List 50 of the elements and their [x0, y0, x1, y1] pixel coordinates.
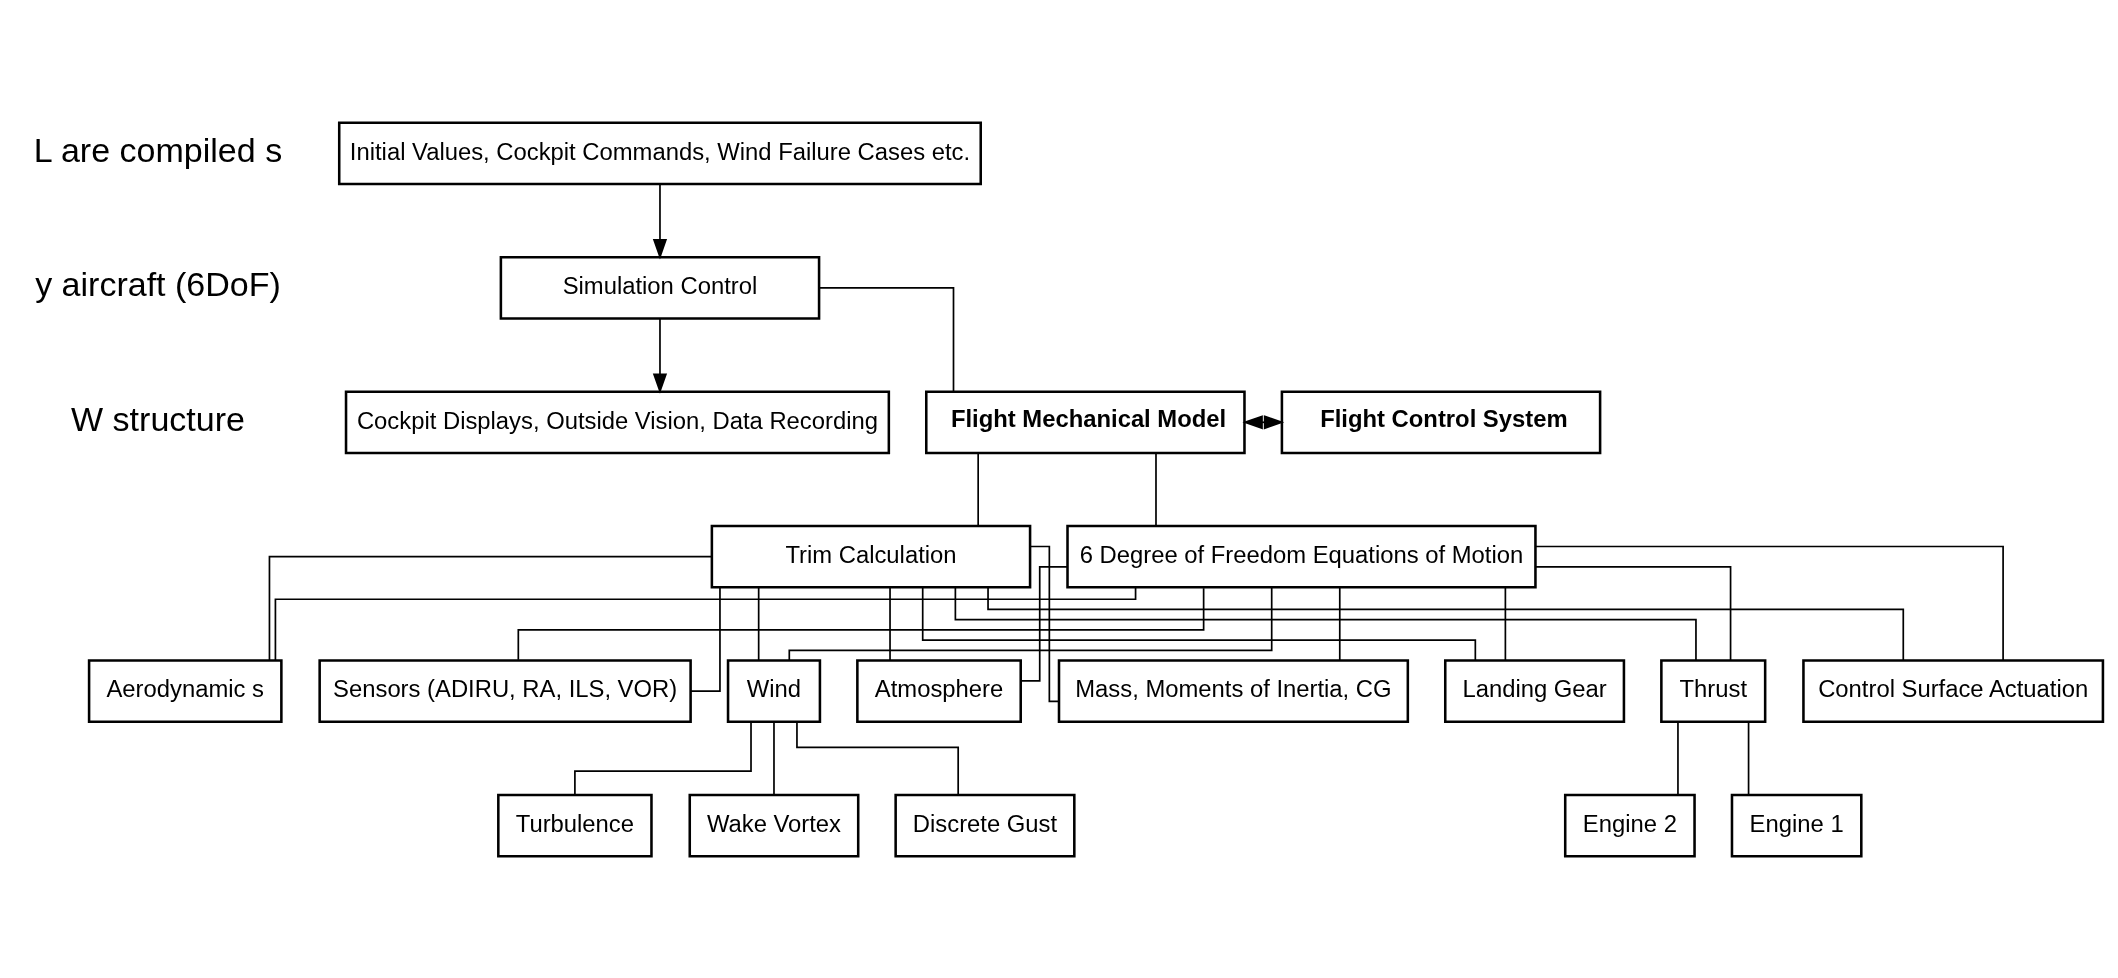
connector — [274, 586, 1137, 661]
arrow — [1242, 414, 1285, 429]
connector — [977, 452, 979, 527]
connector — [796, 720, 960, 795]
node-box: Control Surface Actuation — [1802, 658, 2105, 723]
node-box: Thrust — [1660, 658, 1767, 723]
connector — [773, 720, 775, 795]
node-box: Initial Values, Cockpit Commands, Wind Failure Cases etc. — [337, 121, 982, 185]
connector — [517, 586, 1205, 661]
connector — [987, 586, 1905, 661]
connector — [1747, 720, 1750, 795]
node-box: Discrete Gust — [894, 793, 1076, 857]
connector — [757, 586, 760, 661]
node-box: Engine 1 — [1730, 793, 1863, 857]
label: L are compiled s — [33, 130, 283, 169]
node-box: Flight Control System — [1280, 389, 1602, 454]
connector — [921, 586, 1477, 661]
label: W structure — [71, 399, 245, 438]
connector — [889, 586, 891, 661]
connector — [574, 720, 752, 795]
node-box: Engine 2 — [1563, 793, 1696, 857]
node-box: Sensors (ADIRU, RA, ILS, VOR) — [318, 658, 692, 723]
node-box: Atmosphere — [856, 658, 1022, 723]
connector — [1155, 452, 1157, 527]
connector — [1019, 565, 1069, 682]
node-box: Cockpit Displays, Outside Vision, Data Recording — [344, 389, 891, 454]
node-box: 6 Degree of Freedom Equations of Motion — [1066, 524, 1537, 589]
node-box: Trim Calculation — [710, 524, 1032, 589]
connector — [788, 586, 1273, 661]
connector — [1534, 545, 2004, 661]
connector — [1677, 720, 1679, 795]
connector — [1338, 586, 1341, 661]
connector — [1029, 545, 1060, 702]
connector — [954, 586, 1697, 661]
node-box: Wake Vortex — [688, 793, 860, 857]
label: y aircraft (6DoF) — [35, 264, 281, 303]
node-box: Aerodynamic s — [87, 658, 283, 723]
arrow — [652, 183, 668, 259]
connector — [268, 555, 713, 661]
connector — [1504, 586, 1507, 661]
connector — [818, 286, 955, 392]
node-box: Turbulence — [497, 793, 653, 857]
node-box: Flight Mechanical Model — [925, 389, 1246, 454]
connector — [690, 586, 721, 692]
node-box: Landing Gear — [1444, 658, 1626, 723]
node-box: Simulation Control — [499, 255, 821, 320]
node-box: Mass, Moments of Inertia, CG — [1057, 658, 1410, 723]
connector — [1534, 565, 1732, 661]
arrow — [652, 317, 668, 394]
node-box: Wind — [726, 658, 822, 723]
